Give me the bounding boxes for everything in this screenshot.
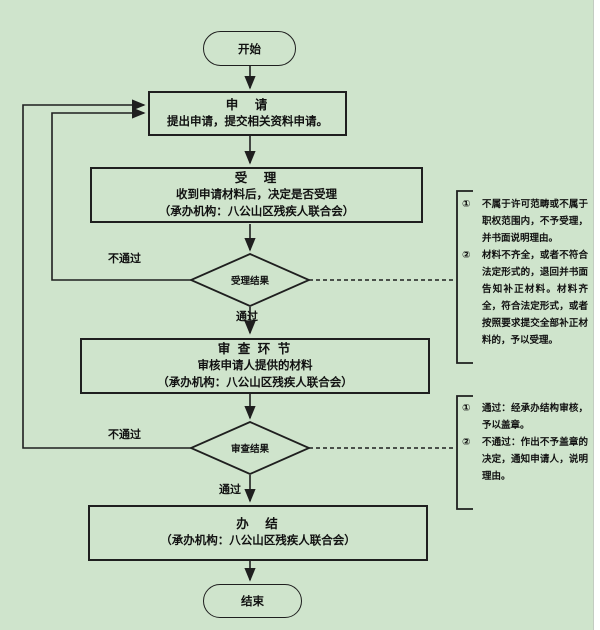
start-label: 开始 (238, 43, 261, 56)
note-item: ② 不通过：作出不予盖章的决定，通知申请人，说明理由。 (462, 434, 594, 485)
decision1-pass-label: 通过 (236, 311, 258, 323)
decision1-fail-label: 不通过 (108, 253, 141, 265)
complete-step: 办 结 （承办机构：八公山区残疾人联合会） (88, 505, 428, 561)
end-terminal: 结束 (203, 584, 302, 618)
start-terminal: 开始 (203, 31, 296, 66)
note-marker: ② (462, 250, 471, 261)
apply-desc: 提出申请，提交相关资料申请。 (167, 115, 328, 128)
decision1-diamond (188, 253, 312, 307)
note-item: ② 材料不齐全，或者不符合法定形式的，退回并书面告知补正材料。材料齐全，符合法定… (462, 247, 594, 349)
accept-title: 受 理 (234, 170, 279, 185)
note-text: 材料不齐全，或者不符合法定形式的，退回并书面告知补正材料。材料齐全，符合法定形式… (482, 250, 588, 346)
note-text: 不属于许可范畴或不属于职权范围内，不予受理，并书面说明理由。 (482, 199, 588, 244)
note-bracket-2 (456, 395, 473, 510)
note-marker: ① (462, 199, 471, 210)
end-label: 结束 (241, 596, 264, 608)
loop-decision1-apply (51, 107, 191, 281)
accept-step: 受 理 收到申请材料后，决定是否受理 （承办机构：八公山区残疾人联合会） (90, 167, 423, 223)
image-right-edge (593, 0, 600, 630)
accept-desc: 收到申请材料后，决定是否受理 (176, 188, 337, 201)
decision2-pass-label: 通过 (219, 484, 241, 496)
complete-agency: （承办机构：八公山区残疾人联合会） (160, 535, 356, 547)
note-bracket-1 (456, 190, 473, 364)
note-text: 通过：经承办结构审核，予以盖章。 (482, 403, 588, 431)
apply-title: 申 请 (225, 97, 270, 112)
review-desc: 审核申请人提供的材料 (197, 359, 313, 372)
note-text: 不通过：作出不予盖章的决定，通知申请人，说明理由。 (482, 437, 588, 482)
note-item: ① 通过：经承办结构审核，予以盖章。 (462, 400, 594, 434)
acceptance-result-label: 受理结果 (230, 276, 269, 287)
accept-agency: （承办机构：八公山区残疾人联合会） (158, 205, 355, 218)
decision2-fail-label: 不通过 (108, 429, 141, 441)
note-marker: ① (462, 403, 471, 414)
acceptance-note: ① 不属于许可范畴或不属于职权范围内，不予受理，并书面说明理由。 ② 材料不齐全… (462, 196, 594, 349)
note-item: ① 不属于许可范畴或不属于职权范围内，不予受理，并书面说明理由。 (462, 196, 594, 247)
decision2-diamond (188, 421, 312, 475)
loop-decision2-apply (22, 99, 191, 449)
review-result-label: 审查结果 (230, 444, 269, 455)
apply-step: 申 请 提出申请，提交相关资料申请。 (148, 91, 347, 136)
review-agency: （承办机构：八公山区残疾人联合会） (157, 376, 353, 389)
complete-title: 办 结 (236, 517, 280, 531)
review-step: 审 查 环 节 审核申请人提供的材料 （承办机构：八公山区残疾人联合会） (80, 338, 430, 394)
note-marker: ② (462, 437, 471, 448)
review-title: 审 查 环 节 (217, 341, 293, 356)
review-note: ① 通过：经承办结构审核，予以盖章。 ② 不通过：作出不予盖章的决定，通知申请人… (462, 400, 594, 485)
